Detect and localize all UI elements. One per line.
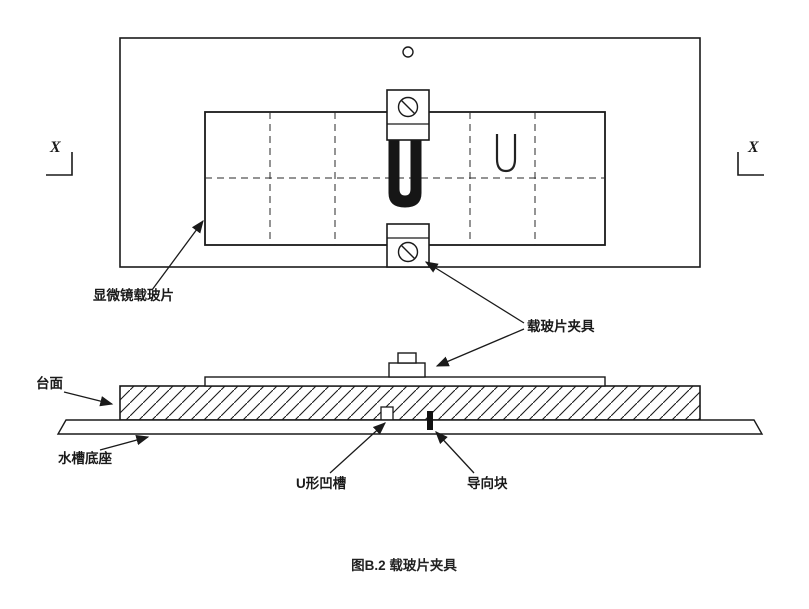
u-groove-notch (380, 406, 394, 421)
leader-arrow-tank-base (99, 435, 150, 451)
clamp-bump-upper (397, 352, 417, 364)
leader-arrow-slide-clamp-upper (424, 261, 525, 324)
label-u-groove: U形凹槽 (296, 475, 347, 491)
annotations: 显微镜载玻片 载玻片夹具 台面 水槽底座 U形凹槽 导向块 (36, 219, 595, 491)
label-microscope-slide: 显微镜载玻片 (93, 287, 174, 303)
section-marker-right-corner (737, 152, 764, 176)
slide-grid-dashed-lines (205, 112, 605, 245)
leader-arrow-guide-block (435, 431, 475, 474)
pin-hole (402, 46, 414, 58)
label-slide-clamp: 载玻片夹具 (527, 318, 595, 334)
top-clamp (386, 89, 430, 141)
leader-arrow-u-groove (329, 422, 386, 474)
section-view (56, 352, 764, 435)
screw-slot-icon (400, 244, 416, 260)
leader-arrow-microscope-slide (151, 219, 204, 291)
guide-block-shape (427, 411, 433, 430)
section-markers: X X (46, 139, 764, 176)
section-marker-left-label: X (49, 139, 61, 156)
top-view (119, 37, 701, 268)
u-spring-clamp (388, 140, 422, 208)
figure-caption: 图B.2 载玻片夹具 (351, 557, 457, 573)
table-top-bar (119, 385, 701, 421)
label-guide-block: 导向块 (467, 475, 508, 491)
tank-base-strip (56, 419, 764, 435)
slide-plate-section (204, 376, 606, 387)
clamp-bump-lower (388, 362, 426, 378)
label-table-top: 台面 (36, 375, 63, 391)
leader-arrow-slide-clamp-lower (435, 328, 525, 367)
leader-arrow-table-top (63, 391, 114, 407)
bottom-clamp (386, 223, 430, 268)
section-marker-right-label: X (747, 139, 759, 156)
label-tank-base: 水槽底座 (58, 450, 112, 466)
screw-slot-icon (400, 99, 416, 115)
u-outline-mark (495, 134, 517, 173)
section-marker-left-corner (46, 152, 73, 176)
